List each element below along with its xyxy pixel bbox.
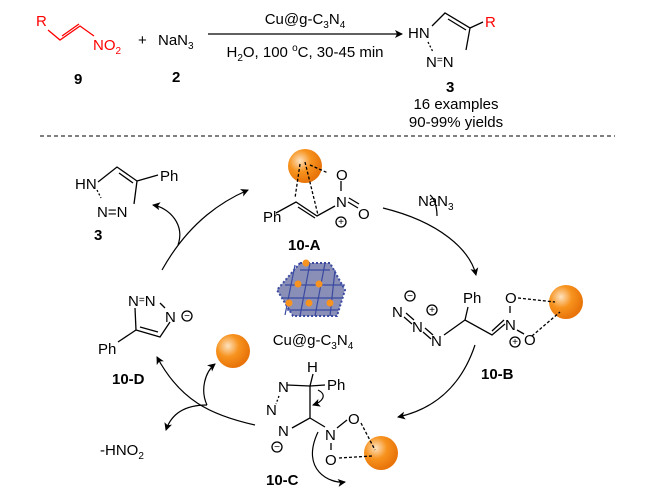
nitrogen: N	[165, 309, 176, 326]
nitrogen: N	[325, 427, 336, 444]
positive-charge: +	[512, 337, 518, 348]
negative-charge: −	[274, 442, 280, 453]
oxygen: O	[348, 411, 360, 428]
negative-charge: −	[184, 311, 190, 322]
phenyl: Ph	[463, 290, 481, 307]
positive-charge	[335, 216, 347, 228]
plus-charge: +	[338, 217, 344, 228]
yield-range: 90-99% yields	[409, 114, 503, 131]
electron-push-arrow	[312, 389, 324, 407]
nitrogen: N	[431, 333, 442, 350]
arrow-c-to-d	[156, 356, 256, 426]
oxygen: O	[358, 206, 370, 223]
intermediate-10-B: − N N + N Ph O N O + 10-B	[392, 285, 583, 383]
compound-label-10-B: 10-B	[481, 366, 514, 383]
nitrogen: N	[278, 379, 289, 396]
nitrogen: N	[336, 194, 347, 211]
arrow-hno2-release	[164, 404, 208, 431]
reagent-sodium-azide: NaN3	[418, 193, 454, 213]
n-eq-n: N=N	[426, 54, 454, 71]
arrow-b-to-c	[397, 344, 476, 420]
solvent-temperature-time: H2O, 100 oC, 30-45 min	[226, 43, 383, 64]
n-eq-n: N=N	[97, 204, 127, 221]
nitro-group: NO2	[93, 37, 122, 57]
copper-nanoparticle	[549, 285, 583, 319]
oxygen: O	[524, 332, 536, 349]
nitrogen: N	[392, 304, 403, 321]
compound-label-10-A: 10-A	[288, 237, 321, 254]
examples-count: 16 examples	[413, 96, 498, 113]
arrow-copper-release	[203, 363, 216, 406]
r-group: R	[485, 14, 496, 31]
arrow-d-to-a	[161, 189, 249, 271]
sodium-azide: NaN3	[158, 32, 194, 52]
nitrogen: N	[412, 319, 423, 336]
phenyl: Ph	[263, 209, 281, 226]
cycle-product-3: HN Ph N=N 3	[75, 166, 178, 244]
compound-label-10-D: 10-D	[112, 371, 145, 388]
intermediate-10-D: N=N N − Ph 10-D	[98, 293, 193, 388]
arrow-azide-in	[429, 194, 438, 217]
nh: HN	[408, 25, 430, 42]
phenyl: Ph	[160, 168, 178, 185]
n-eq-n: N=N	[128, 293, 156, 310]
phenyl: Ph	[327, 377, 345, 394]
negative-charge: −	[407, 291, 413, 302]
cu-g-c3n4-catalyst-image	[275, 259, 347, 317]
catalyst-label: Cu@g-C3N4	[273, 332, 354, 352]
r-group: R	[36, 13, 47, 30]
oxygen: O	[505, 290, 517, 307]
compound-label-3: 3	[94, 227, 102, 244]
nitrogen: N	[278, 423, 289, 440]
intermediate-10-A: Ph O N O + 10-A	[263, 149, 370, 254]
positive-charge: +	[429, 305, 435, 316]
compound-label-3: 3	[446, 79, 454, 96]
byproduct-hno2: -HNO2	[100, 442, 144, 462]
compound-label-10-C: 10-C	[266, 472, 299, 489]
hydrogen: H	[307, 359, 318, 376]
reaction-arrow: Cu@g-C3N4 H2O, 100 oC, 30-45 min	[208, 11, 403, 64]
compound-label-9: 9	[74, 71, 82, 88]
nh: HN	[75, 176, 97, 193]
compound-label-2: 2	[172, 69, 180, 86]
reactant-9: R NO2 9	[36, 13, 122, 88]
phenyl: Ph	[98, 341, 116, 358]
electron-push-arrow	[311, 431, 346, 487]
copper-nanoparticle	[364, 436, 398, 470]
intermediate-10-C: H Ph N N N − N O O 10-C	[266, 359, 398, 489]
product-3: HN R N=N 3 16 examples 90-99% yields	[408, 12, 503, 131]
nitrogen: N	[266, 402, 277, 419]
arrow-a-to-b	[382, 207, 479, 276]
nitrogen: N	[505, 317, 516, 334]
catalyst-condition: Cu@g-C3N4	[265, 11, 346, 31]
oxygen: O	[325, 452, 337, 469]
released-copper-nanoparticle	[216, 334, 250, 368]
copper-nanoparticle	[288, 149, 322, 183]
oxygen: O	[336, 167, 348, 184]
arrow-release-product	[152, 202, 181, 246]
plus-sign: +	[138, 32, 147, 49]
reactant-2: NaN3 2	[158, 32, 194, 86]
